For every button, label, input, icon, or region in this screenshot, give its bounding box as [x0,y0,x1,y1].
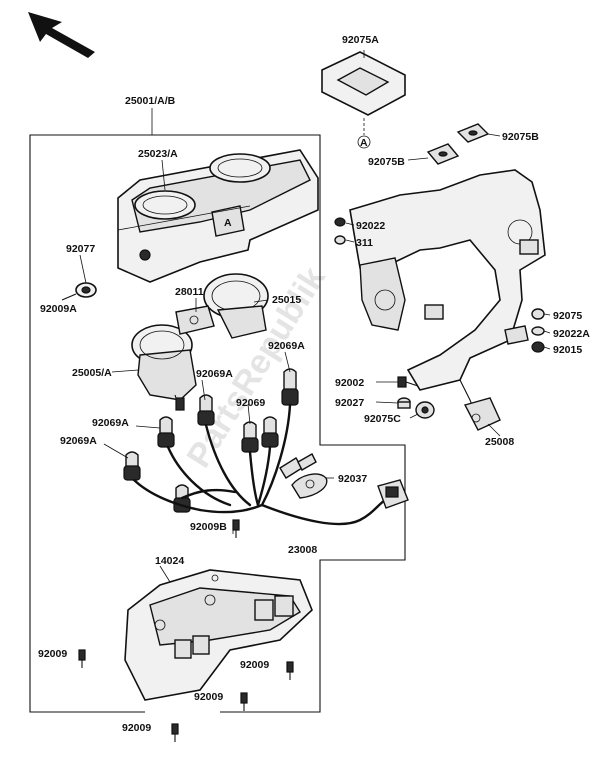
label-92069-3: 92069 [236,397,265,409]
lower-cover-14024 [124,569,313,701]
label-92022A: 92022A [553,328,590,340]
label-92009-2: 92009 [240,659,269,671]
leader-lines [79,50,551,583]
speedometer-unit-25015 [203,273,269,339]
label-25005: 25005/A [72,367,112,379]
screw-92009-3 [240,692,248,711]
label-25015: 25015 [272,294,301,306]
screw-92009-2 [286,661,294,680]
bulb-socket-92069A-left-2 [123,451,141,481]
label-92009B: 92009B [190,521,227,533]
connector-plug [377,479,409,509]
bulb-socket-right [281,368,299,406]
label-92027: 92027 [335,397,364,409]
meter-case [117,149,319,283]
label-92075: 92075 [553,310,582,322]
label-92009-3: 92009 [194,691,223,703]
assembly-outline-right [150,134,406,713]
collar-92027 [397,397,411,409]
grommet-92077 [61,282,97,301]
label-92075A: 92075A [342,34,379,46]
label-92009-1: 92009 [38,648,67,660]
grommet-92075 [531,308,545,320]
bulb-socket-center-3 [261,416,279,448]
collar-92022A [531,326,545,336]
label-92015: 92015 [553,344,582,356]
nut-92015 [531,341,545,353]
label-92069A-2: 92069A [268,340,305,352]
front-direction-arrow-icon [28,12,95,58]
label-A-mark: A [360,137,368,149]
assembly-outline [29,134,150,713]
grommet-92022 [334,217,346,227]
tachometer-unit-25005 [131,324,197,411]
bulb-socket-92069A-left-1 [157,416,175,448]
bulb-socket-center-2 [241,421,259,453]
label-311: 311 [356,237,373,249]
reference-mark-A [357,135,371,149]
screw-92009B [232,519,240,538]
label-25023: 25023/A [138,148,178,160]
label-A-cover: A [224,217,232,229]
label-92077: 92077 [66,243,95,255]
label-92069A-1: 92069A [196,368,233,380]
rubber-damper-92075B-2 [426,143,460,165]
grommet-92075C [415,401,435,419]
label-14024: 14024 [155,555,184,567]
label-25001: 25001/A/B [125,95,176,107]
label-92037: 92037 [338,473,367,485]
connector-tabs [279,453,317,479]
meter-bracket-25008 [349,169,546,431]
screw-92009-4 [171,723,179,742]
indicator-panel-28011 [175,305,215,335]
collar-311 [334,235,346,245]
wiring-harness-23008 [132,403,387,526]
label-92075B-1: 92075B [502,131,539,143]
clamp-92037 [291,473,328,499]
label-92009A: 92009A [40,303,77,315]
label-28011: 28011 [175,286,204,298]
label-92075B-2: 92075B [368,156,405,168]
label-92002: 92002 [335,377,364,389]
label-23008: 23008 [288,544,317,556]
label-25008: 25008 [485,436,514,448]
bulb-socket-center-1 [197,394,215,426]
rubber-cover-92075A [321,51,406,135]
label-92069A-5: 92069A [60,435,97,447]
label-92022: 92022 [356,220,385,232]
label-92075C: 92075C [364,413,401,425]
screw-92009-1 [78,649,86,668]
rubber-damper-92075B-1 [456,123,490,143]
label-92009-4: 92009 [122,722,151,734]
label-92069A-4: 92069A [92,417,129,429]
